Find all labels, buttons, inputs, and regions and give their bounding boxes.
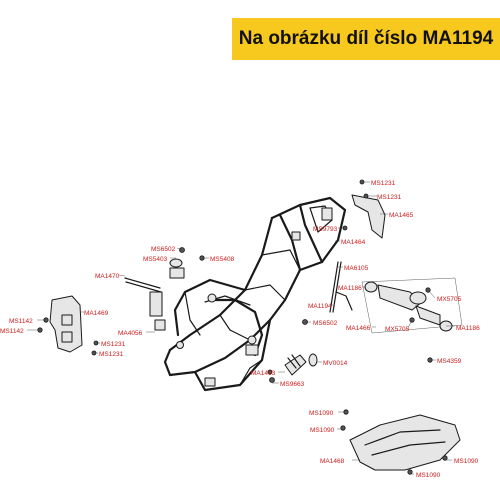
part-label: MA1464	[341, 239, 366, 246]
part-label: MS1090	[310, 427, 335, 434]
leader-lines	[27, 181, 455, 475]
scooter-frame-drawing	[163, 196, 347, 392]
part-number-banner: Na obrázku díl číslo MA1194	[232, 18, 500, 60]
part-label: MS9663	[280, 381, 305, 388]
part-label: MA1186	[338, 285, 362, 292]
part-label: MS1231	[101, 341, 126, 348]
part-label: MS4359	[437, 358, 462, 365]
part-label: MS6502	[313, 320, 338, 327]
part-label: MX5705	[385, 326, 410, 333]
part-label: MS1231	[377, 194, 402, 201]
part-label: MX5705	[437, 296, 462, 303]
center-bottom-parts-drawing	[267, 353, 318, 383]
part-label: MS1142	[0, 328, 24, 335]
part-label: MA1465	[389, 212, 414, 219]
bracket-ma1465-drawing	[342, 179, 386, 239]
bottom-cover-ma1468-drawing	[340, 409, 461, 475]
bracket-ma1469-drawing	[37, 295, 99, 356]
part-labels: MS1231 MS1231 MS9793 MA1465 MA1464 MS650…	[0, 180, 480, 479]
part-label: MA1194	[308, 303, 332, 310]
engine-mount-box-drawing	[361, 277, 463, 363]
bushing-group-drawing	[169, 247, 205, 279]
banner-title: Na obrázku díl číslo MA1194	[238, 28, 494, 49]
part-label: MA1466	[346, 325, 371, 332]
part-label: MA1469	[84, 310, 109, 317]
part-label: MA6105	[344, 265, 369, 272]
part-label: MA1463	[251, 370, 276, 377]
part-label: MS6502	[151, 246, 176, 253]
part-label: MS1142	[9, 318, 33, 325]
part-label: MA4056	[118, 330, 143, 337]
part-label: MS1090	[416, 472, 441, 479]
part-label: MV0014	[323, 360, 348, 367]
part-label: MS1231	[371, 180, 396, 187]
part-label: MS9793	[313, 226, 338, 233]
part-label: MA1468	[320, 458, 345, 465]
part-label: MS1090	[309, 410, 334, 417]
part-label: MS5408	[210, 256, 235, 263]
part-label: MS1090	[454, 458, 479, 465]
part-label: MA1470	[95, 273, 120, 280]
rod-ma1470-drawing	[124, 277, 166, 331]
part-label: MA1186	[456, 325, 480, 332]
part-label: MS1231	[99, 351, 124, 358]
part-label: MS5403	[143, 256, 168, 263]
